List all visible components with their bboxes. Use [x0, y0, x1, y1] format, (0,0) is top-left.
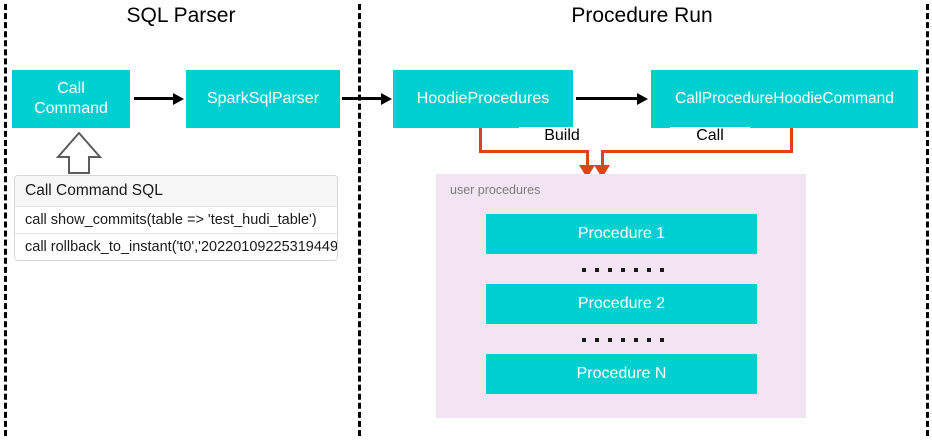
node-hoodie-procedures[interactable]: HoodieProcedures	[393, 70, 573, 128]
procedure-box-2[interactable]: Procedure 2	[486, 284, 757, 324]
node-hoodie-procedures-label: HoodieProcedures	[416, 90, 550, 108]
connector-call-horizontal	[601, 150, 793, 153]
node-call-procedure-hoodie-command-label: CallProcedureHoodieCommand	[675, 89, 894, 107]
region-border-left	[4, 4, 7, 436]
node-call-procedure-hoodie-command[interactable]: CallProcedureHoodieCommand	[651, 70, 918, 128]
arrow-hoodie-procedures-to-call-procedure-hoodie-command	[576, 93, 648, 105]
ellipsis-1	[582, 268, 664, 272]
procedure-box-1[interactable]: Procedure 1	[486, 214, 757, 254]
sql-table-header: Call Command SQL	[15, 176, 337, 206]
node-call-command-line2: Command	[34, 100, 108, 117]
procedure-box-2-label: Procedure 2	[577, 295, 666, 312]
node-call-command[interactable]: Call Command	[12, 70, 130, 128]
node-spark-sql-parser-label: SparkSqlParser	[206, 90, 320, 108]
sql-table-row-2: call rollback_to_instant('t0','202201092…	[15, 233, 337, 260]
node-spark-sql-parser[interactable]: SparkSqlParser	[186, 70, 340, 128]
arrow-spark-sql-parser-to-hoodie-procedures	[342, 93, 392, 105]
edge-label-build: Build	[519, 127, 605, 145]
user-procedures-caption: user procedures	[450, 183, 541, 197]
region-border-right	[926, 4, 929, 436]
procedure-box-1-label: Procedure 1	[577, 225, 666, 242]
call-command-sql-table: Call Command SQL call show_commits(table…	[14, 175, 338, 261]
ellipsis-2	[582, 338, 664, 342]
procedure-box-3-label: Procedure N	[576, 365, 667, 382]
procedure-box-3[interactable]: Procedure N	[486, 354, 757, 394]
sql-table-row-1: call show_commits(table => 'test_hudi_ta…	[15, 206, 337, 233]
connector-build-horizontal	[479, 150, 589, 153]
node-call-command-line1: Call	[57, 80, 85, 98]
user-procedures-panel: user procedures Procedure 1 Procedure 2 …	[436, 174, 806, 418]
connector-build-vertical-left	[479, 128, 482, 153]
arrow-call-command-to-spark-sql-parser	[134, 93, 184, 105]
up-arrow-sql-to-call-command	[55, 131, 103, 174]
region-border-middle	[358, 4, 361, 436]
connector-call-vertical-left	[601, 150, 604, 170]
section-title-sql-parser: SQL Parser	[126, 4, 236, 27]
connector-call-vertical-right	[790, 128, 793, 153]
connector-build-vertical-right	[586, 150, 589, 170]
edge-label-call: Call	[670, 127, 750, 145]
section-title-procedure-run: Procedure Run	[571, 4, 713, 27]
